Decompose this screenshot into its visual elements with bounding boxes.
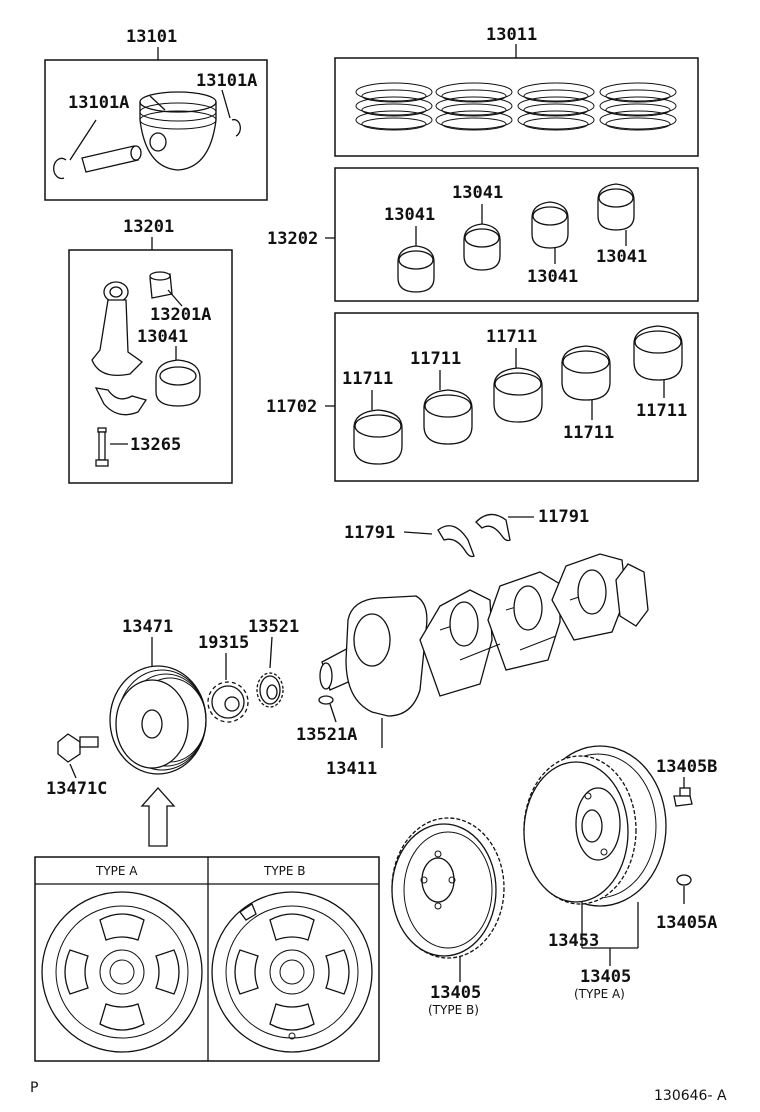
oil-pump-gear-icon bbox=[207, 681, 249, 723]
knock-pin-icon bbox=[676, 874, 692, 886]
pulley-type-inset: TYPE A TYPE B bbox=[34, 856, 380, 1062]
main-bearing-shells-icon bbox=[353, 325, 683, 465]
label-bearing-a: 13041 bbox=[384, 205, 435, 225]
piston-group: 13101 13101A 13101A bbox=[44, 27, 268, 201]
ring-set-group: 13011 bbox=[334, 25, 699, 157]
conrod-bearing-set-group: 13202 13041 13041 13041 13041 bbox=[267, 167, 699, 302]
flywheel-group: 13405B 13405A 13405 (TYPE B) bbox=[391, 745, 717, 1017]
pulley-type-b-icon bbox=[211, 891, 373, 1053]
label-ring-set: 13011 bbox=[486, 25, 537, 45]
label-conrod-bearing: 13041 bbox=[137, 327, 188, 347]
conrod-box bbox=[68, 249, 233, 484]
label-conrod-bushing: 13201A bbox=[150, 305, 211, 325]
label-pulley-bolt: 13471C bbox=[46, 779, 107, 799]
label-crankshaft: 13411 bbox=[326, 759, 377, 779]
piston-box bbox=[44, 59, 268, 201]
label-main-bearing-a: 11711 bbox=[342, 369, 393, 389]
connecting-rod-icon bbox=[91, 281, 148, 416]
label-conrod-bearing-set: 13202 bbox=[267, 229, 318, 249]
label-main-bearing-set: 11702 bbox=[266, 397, 317, 417]
label-oil-pump-gear: 19315 bbox=[198, 633, 249, 653]
label-piston-set: 13101 bbox=[126, 27, 177, 47]
label-thrust-washer-right: 11791 bbox=[538, 507, 589, 527]
piston-pin-icon bbox=[81, 145, 142, 173]
main-bearing-set-box bbox=[334, 312, 699, 482]
ring-set-box bbox=[334, 57, 699, 157]
footer-page-letter: P bbox=[30, 1080, 38, 1096]
label-pulley: 13471 bbox=[122, 617, 173, 637]
inset-type-a: TYPE A bbox=[95, 864, 138, 878]
label-piston-clip-right: 13101A bbox=[196, 71, 257, 91]
piston-rings-icon bbox=[355, 82, 677, 131]
front-parts-group: 13471 19315 13521 13471C bbox=[46, 617, 383, 847]
label-flywheel-b: 13405 bbox=[430, 983, 481, 1003]
label-main-bearing-b: 11711 bbox=[410, 349, 461, 369]
clip-left-icon bbox=[53, 157, 67, 180]
label-knock-pin: 13405A bbox=[656, 913, 717, 933]
label-key: 13521A bbox=[296, 725, 357, 745]
conrod-bearing-icon bbox=[155, 359, 201, 407]
footer-diagram-code: 130646- A bbox=[654, 1088, 727, 1104]
label-timing-gear: 13521 bbox=[248, 617, 299, 637]
crank-pulley-icon bbox=[109, 665, 207, 775]
pulley-type-a-icon bbox=[41, 891, 203, 1053]
bearing-shells-icon bbox=[397, 183, 635, 293]
conrod-bolt-icon bbox=[95, 427, 109, 467]
label-bearing-d: 13041 bbox=[596, 247, 647, 267]
flywheel-type-b-icon bbox=[391, 817, 505, 959]
flywheel-type-a-icon bbox=[523, 745, 667, 907]
label-flywheel-b-note: (TYPE B) bbox=[428, 1003, 479, 1017]
pulley-bolt-icon bbox=[57, 733, 99, 763]
main-bearing-set-group: 11702 11711 11711 11711 11711 11711 bbox=[266, 312, 699, 482]
label-ring-gear: 13453 bbox=[548, 931, 599, 951]
key-icon bbox=[318, 695, 334, 705]
thrust-washer-right-icon bbox=[475, 513, 511, 542]
label-flywheel-a-note: (TYPE A) bbox=[574, 987, 625, 1001]
label-piston-clip-left: 13101A bbox=[68, 93, 129, 113]
label-main-bearing-e: 11711 bbox=[636, 401, 687, 421]
clip-right-icon bbox=[231, 118, 241, 137]
label-thrust-washer-left: 11791 bbox=[344, 523, 395, 543]
timing-gear-icon bbox=[256, 672, 284, 708]
thrust-washer-group: 11791 11791 bbox=[344, 507, 589, 558]
conrod-bearing-set-box bbox=[334, 167, 699, 302]
conrod-bushing-icon bbox=[149, 271, 173, 299]
label-bearing-b: 13041 bbox=[452, 183, 503, 203]
label-flywheel-a: 13405 bbox=[580, 967, 631, 987]
label-main-bearing-d: 11711 bbox=[563, 423, 614, 443]
up-arrow-icon bbox=[140, 787, 176, 847]
label-bearing-c: 13041 bbox=[527, 267, 578, 287]
piston-icon bbox=[139, 91, 217, 171]
inset-type-b: TYPE B bbox=[263, 864, 306, 878]
crankshaft-icon bbox=[319, 553, 649, 717]
conrod-group: 13201 13201A 13041 13265 bbox=[68, 217, 233, 484]
label-conrod-assy: 13201 bbox=[123, 217, 174, 237]
label-conrod-bolt: 13265 bbox=[130, 435, 181, 455]
label-flywheel-bolt: 13405B bbox=[656, 757, 717, 777]
flywheel-bolt-icon bbox=[673, 787, 693, 807]
thrust-washer-left-icon bbox=[437, 525, 475, 558]
label-main-bearing-c: 11711 bbox=[486, 327, 537, 347]
inset-box bbox=[34, 856, 380, 1062]
